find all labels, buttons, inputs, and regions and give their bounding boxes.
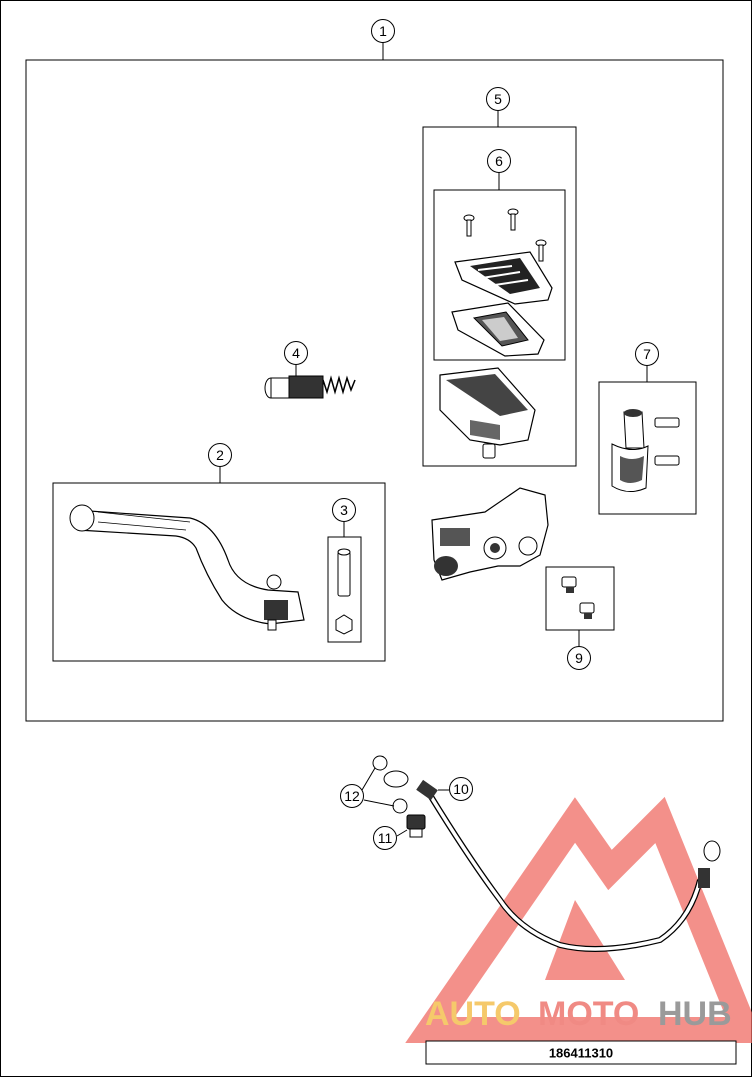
callout-3[interactable]: 3 — [332, 498, 356, 522]
svg-text:7: 7 — [643, 346, 651, 362]
callout-4[interactable]: 4 — [284, 341, 308, 365]
part-number: 186411310 — [549, 1046, 613, 1061]
fitting-box — [545, 566, 615, 631]
brake-line-icon — [383, 770, 721, 952]
callout-7[interactable]: 7 — [635, 342, 659, 366]
reservoir-box — [422, 126, 577, 467]
svg-text:11: 11 — [378, 830, 393, 846]
callout-6[interactable]: 6 — [487, 149, 511, 173]
svg-text:5: 5 — [494, 91, 502, 107]
svg-text:9: 9 — [575, 650, 583, 666]
kit-box — [25, 59, 724, 722]
pivot-pin-icon — [335, 548, 353, 635]
svg-text:6: 6 — [495, 153, 503, 169]
svg-text:1: 1 — [379, 23, 387, 39]
svg-text:3: 3 — [340, 502, 348, 518]
callout-1[interactable]: 1 — [371, 19, 395, 43]
svg-text:4: 4 — [292, 345, 300, 361]
svg-text:MOTO: MOTO — [538, 995, 639, 1033]
banjo-bolt-icon — [406, 814, 426, 838]
part-number-box — [425, 1040, 737, 1065]
callout-2[interactable]: 2 — [208, 443, 232, 467]
reservoir-gasket-icon — [451, 302, 545, 357]
watermark-logo-icon — [405, 796, 752, 1043]
svg-text:2: 2 — [216, 447, 224, 463]
handlebar-clamp-icon — [611, 409, 680, 492]
callout-5[interactable]: 5 — [486, 87, 510, 111]
watermark-text: AUTO MOTO HUB — [425, 995, 732, 1033]
svg-text:10: 10 — [453, 781, 469, 797]
bleed-fittings-icon — [561, 576, 595, 619]
callout-12[interactable]: 12 — [340, 784, 364, 808]
callout-11[interactable]: 11 — [373, 826, 397, 850]
svg-text:12: 12 — [344, 788, 360, 804]
brake-lever-icon — [69, 504, 305, 631]
master-cylinder-icon — [431, 487, 549, 581]
cover-screws-icon — [463, 208, 547, 262]
reservoir-housing-icon — [439, 367, 536, 459]
callout-9[interactable]: 9 — [567, 646, 591, 670]
piston-icon — [264, 375, 356, 399]
callout-10[interactable]: 10 — [449, 777, 473, 801]
svg-text:AUTO: AUTO — [425, 995, 521, 1033]
reservoir-cap-icon — [454, 251, 553, 305]
lever-box — [52, 482, 386, 662]
svg-text:HUB: HUB — [658, 995, 732, 1033]
